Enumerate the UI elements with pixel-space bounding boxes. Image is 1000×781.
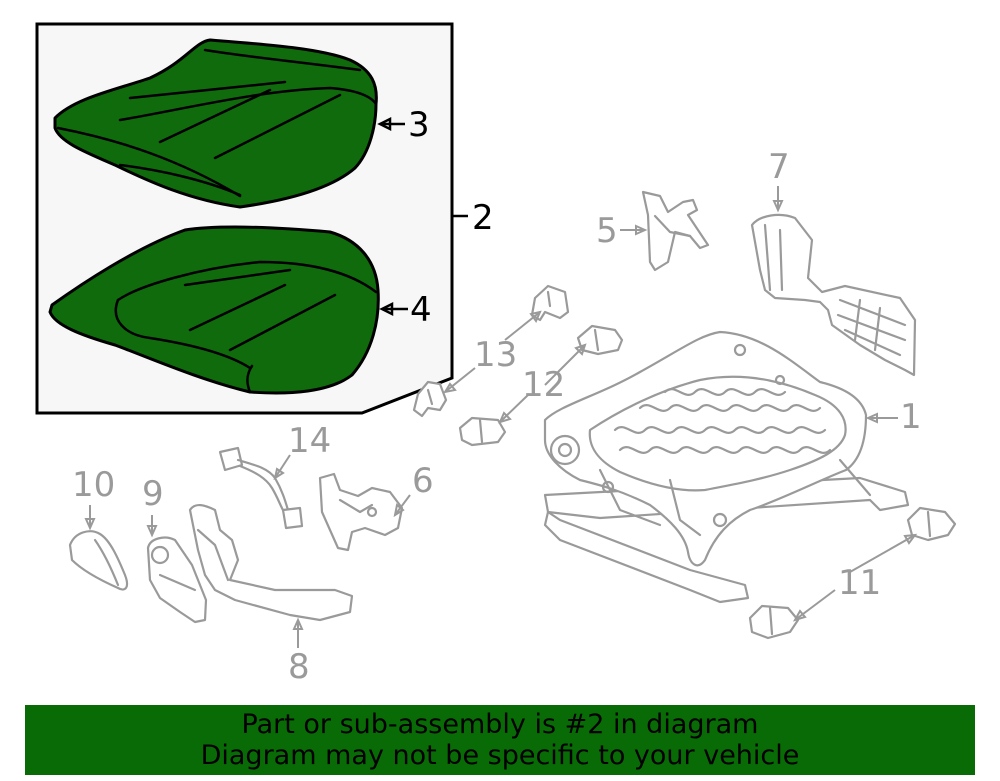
cap-part-12-upper[interactable] xyxy=(576,324,624,356)
seat-frame-part-1[interactable] xyxy=(543,330,910,604)
callout-1: 1 xyxy=(900,397,922,437)
side-cover-part-7[interactable] xyxy=(750,213,917,377)
seat-cover-part-3[interactable] xyxy=(53,38,378,209)
callout-11: 11 xyxy=(838,563,881,603)
callout-10: 10 xyxy=(72,465,115,505)
seat-pad-part-4[interactable] xyxy=(48,225,380,395)
info-banner: Part or sub-assembly is #2 in diagram Di… xyxy=(25,705,975,775)
cover-part-9[interactable] xyxy=(146,536,208,624)
banner-line-1: Part or sub-assembly is #2 in diagram xyxy=(241,709,759,740)
callout-13: 13 xyxy=(474,335,517,375)
bracket-part-6[interactable] xyxy=(318,472,404,552)
cap-part-11-lower[interactable] xyxy=(748,604,800,640)
side-shield-part-8[interactable] xyxy=(188,504,354,622)
callout-5: 5 xyxy=(596,211,618,251)
callout-3: 3 xyxy=(408,105,430,145)
bracket-part-5[interactable] xyxy=(641,190,710,272)
knob-part-10[interactable] xyxy=(68,530,129,591)
callout-2: 2 xyxy=(472,198,494,238)
cap-part-12-lower[interactable] xyxy=(458,416,507,447)
callout-14: 14 xyxy=(288,421,331,461)
clip-part-13-lower[interactable] xyxy=(412,380,448,418)
callout-8: 8 xyxy=(288,647,310,687)
callout-4: 4 xyxy=(410,290,432,330)
leader-lines xyxy=(84,116,918,648)
callout-7: 7 xyxy=(768,147,790,187)
callout-12: 12 xyxy=(522,365,565,405)
banner-line-2: Diagram may not be specific to your vehi… xyxy=(200,740,800,771)
callout-6: 6 xyxy=(412,461,434,501)
callout-9: 9 xyxy=(142,474,164,514)
